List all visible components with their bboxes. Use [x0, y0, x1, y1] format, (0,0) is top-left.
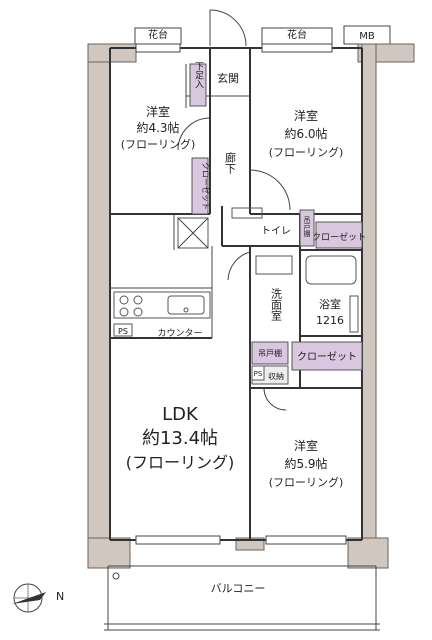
shoe-storage: 下足入 [189, 62, 207, 107]
closet-large: クローゼット [291, 341, 363, 371]
ldk-floor: (フローリング) [126, 453, 235, 472]
closet-large-label: クローゼット [297, 351, 357, 363]
linen-shelf: 吊戸棚 [299, 209, 315, 247]
ps-right: PS [251, 365, 265, 381]
flower-bed-left: 花台 [134, 27, 182, 45]
compass-icon: N [12, 583, 64, 613]
structural-walls [87, 43, 415, 569]
outline [109, 43, 363, 545]
balcony-label: バルコニー [211, 582, 266, 595]
linen-shelf-label: 吊戸棚 [303, 216, 311, 238]
storage-bottom-label: 収納 [268, 371, 284, 381]
closet-toilet: クローゼット [312, 221, 366, 249]
ldk-size: 約13.4帖 [142, 428, 218, 449]
western-room-1-size: 約4.3帖 [136, 120, 179, 135]
bath-label: 浴室 [319, 297, 341, 311]
mb-box: MB [343, 25, 391, 45]
wash-fixtures [231, 207, 359, 333]
western-room-3-name: 洋室 [294, 438, 318, 453]
western-room-1-name: 洋室 [146, 104, 170, 119]
western-room-2-floor: (フローリング) [269, 145, 344, 159]
flower-bed-right-label: 花台 [287, 28, 307, 41]
ldk-name: LDK [162, 404, 199, 425]
room-western-2: 洋室 約6.0帖 (フローリング) [269, 108, 344, 159]
ps-left: PS [113, 323, 133, 337]
room-western-1: 洋室 約4.3帖 (フローリング) [121, 104, 196, 151]
washroom-label: 洗面室 [270, 288, 283, 321]
western-room-2-size: 約6.0帖 [284, 126, 327, 141]
storage-label: 吊戸棚 [258, 348, 282, 358]
north-label: N [56, 590, 64, 603]
kitchen: カウンター [113, 291, 211, 339]
ps-left-label: PS [118, 327, 128, 336]
western-room-1-floor: (フローリング) [121, 137, 196, 151]
closet-toilet-label: クローゼット [312, 231, 366, 243]
bath-size-label: 1216 [316, 314, 344, 327]
ps-right-label: PS [254, 370, 263, 378]
western-room-3-floor: (フローリング) [269, 475, 344, 489]
closet-room1-label: クローゼット [201, 162, 211, 210]
western-room-3-size: 約5.9帖 [284, 456, 327, 471]
genkan-label: 玄関 [217, 71, 239, 85]
door-swings [177, 9, 291, 411]
entry-floor-mark [177, 217, 209, 249]
flower-bed-right: 花台 [261, 27, 333, 45]
balcony: バルコニー [104, 565, 380, 631]
western-room-2-name: 洋室 [294, 108, 318, 123]
counter-label: カウンター [157, 328, 202, 339]
toilet-label: トイレ [261, 226, 291, 237]
closet-room1: クローゼット [191, 157, 211, 215]
corridor-label: 廊下 [224, 151, 237, 175]
shoe-storage-label: 下足入 [193, 62, 204, 89]
flower-bed-left-label: 花台 [148, 28, 168, 41]
mb-label: MB [359, 31, 375, 42]
room-ldk: LDK 約13.4帖 (フローリング) [126, 404, 235, 472]
room-western-3: 洋室 約5.9帖 (フローリング) [269, 438, 344, 489]
